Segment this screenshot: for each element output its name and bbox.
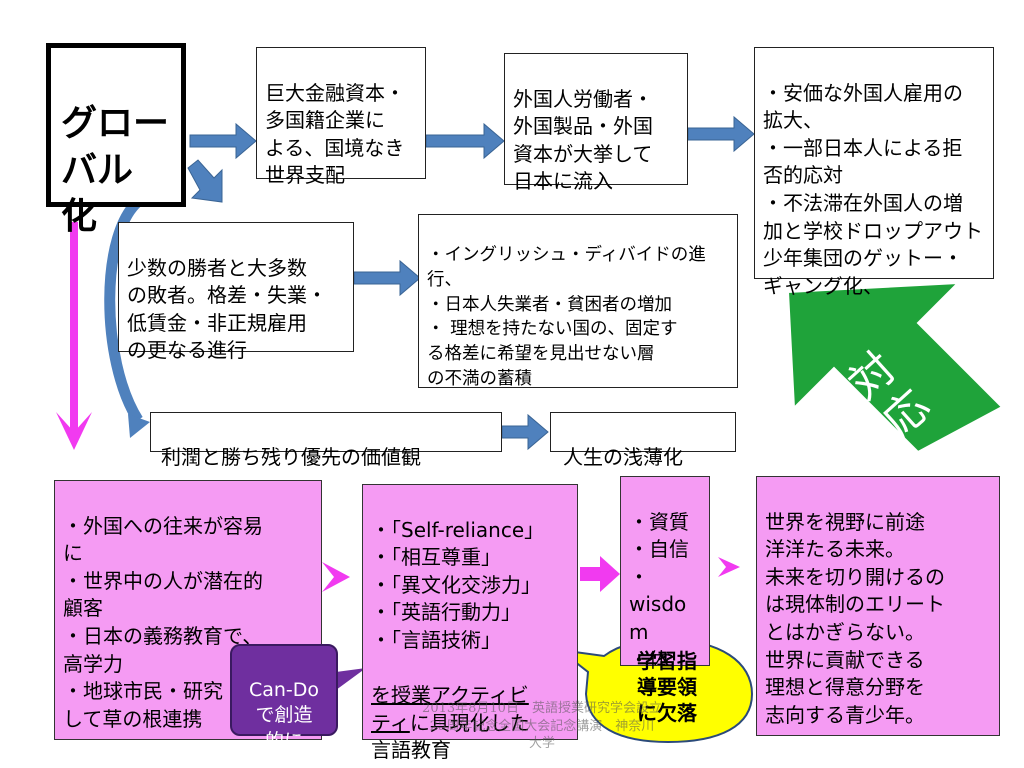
magenta-down-arrow-head: [56, 412, 92, 450]
effects-top-text: ・安価な外国人雇用の 拡大、 ・一部日本人による拒 否的応対 ・不法滞在外国人の…: [763, 80, 983, 298]
green-response-arrow: [786, 281, 1004, 454]
qualities-box: ・資質 ・自信 ・ wisdo m ・体: [620, 476, 710, 672]
profit-text: 利潤と勝ち残り優先の価値観: [161, 444, 421, 469]
qualities-text: ・資質 ・自信 ・ wisdo m ・体: [629, 509, 689, 672]
curved-arrow-global-to-profit: [104, 195, 144, 423]
magenta-down-arrow-shaft: [70, 222, 78, 432]
arrow-global-to-capital: [189, 122, 257, 160]
shallow-box: 人生の浅薄化: [550, 412, 736, 469]
opportunity-box: ・外国への往来が容易 に ・世界中の人が潜在的 顧客 ・日本の義務教育で、 高学…: [54, 480, 322, 740]
opportunity-text: ・外国への往来が容易 に ・世界中の人が潜在的 顧客 ・日本の義務教育で、 高学…: [63, 513, 263, 731]
cando-text: Can-Do で創造 的に: [248, 678, 320, 752]
arrow-inflow-to-effects: [687, 115, 755, 153]
inflow-box: 外国人労働者・ 外国製品・外国 資本が大挙して 日本に流入: [504, 53, 688, 193]
cando-box: Can-Do で創造 的に: [230, 644, 338, 752]
divide-box: ・イングリッシュ・ディバイドの進 行、 ・日本人失業者・貧困者の増加 ・ 理想を…: [418, 214, 738, 390]
magenta-arrow-2: [580, 556, 620, 592]
globalization-label: グロー バル 化: [61, 102, 170, 238]
inequality-text: 少数の勝者と大多数 の敗者。格差・失業・ 低賃金・非正規雇用 の更なる進行: [127, 255, 327, 363]
arrow-inequality-to-divide: [353, 259, 421, 297]
skills-box: ・「Self-reliance」 ・「相互尊重」 ・「異文化交渉力」 ・「英語行…: [362, 484, 578, 762]
skills-rest: に具現化した 言語教育: [371, 710, 530, 763]
inequality-box: 少数の勝者と大多数 の敗者。格差・失業・ 低賃金・非正規雇用 の更なる進行: [118, 222, 354, 362]
curved-arrow-head: [128, 414, 150, 438]
shallow-text: 人生の浅薄化: [563, 444, 683, 469]
future-text: 世界を視野に前途 洋洋たる未来。 未来を切り開けるの は現体制のエリート とはか…: [765, 509, 945, 727]
capital-text: 巨大金融資本・ 多国籍企業に よる、国境なき 世界支配: [265, 80, 405, 188]
divide-text: ・イングリッシュ・ディバイドの進 行、 ・日本人失業者・貧困者の増加 ・ 理想を…: [427, 244, 706, 390]
future-box: 世界を視野に前途 洋洋たる未来。 未来を切り開けるの は現体制のエリート とはか…: [756, 476, 1000, 736]
inflow-text: 外国人労働者・ 外国製品・外国 資本が大挙して 日本に流入: [513, 86, 653, 194]
footer-text: 2013年8月10日 英語授業研究学会設立 25周年記念全国大会記念講演 神奈川…: [362, 700, 722, 753]
magenta-arrow-1: [322, 562, 350, 592]
capital-box: 巨大金融資本・ 多国籍企業に よる、国境なき 世界支配: [256, 47, 426, 187]
skills-underlined: を授業アクティビ ティ: [371, 683, 529, 735]
globalization-box: グロー バル 化: [46, 43, 186, 237]
footer-label: 2013年8月10日 英語授業研究学会設立 25周年記念全国大会記念講演 神奈川…: [422, 701, 662, 752]
arrow-profit-to-shallow: [501, 413, 549, 451]
arrow-capital-to-inflow: [425, 122, 505, 160]
profit-box: 利潤と勝ち残り優先の価値観: [150, 412, 502, 469]
callout-text: 学習指 導要領 に欠落: [637, 649, 697, 725]
skills-lines: ・「Self-reliance」 ・「相互尊重」 ・「異文化交渉力」 ・「英語行…: [371, 517, 545, 652]
magenta-arrow-3: [718, 557, 740, 577]
effects-top-box: ・安価な外国人雇用の 拡大、 ・一部日本人による拒 否的応対 ・不法滞在外国人の…: [754, 47, 994, 298]
cando-pointer: [336, 668, 366, 690]
arrow-global-to-inequality: [187, 159, 223, 203]
